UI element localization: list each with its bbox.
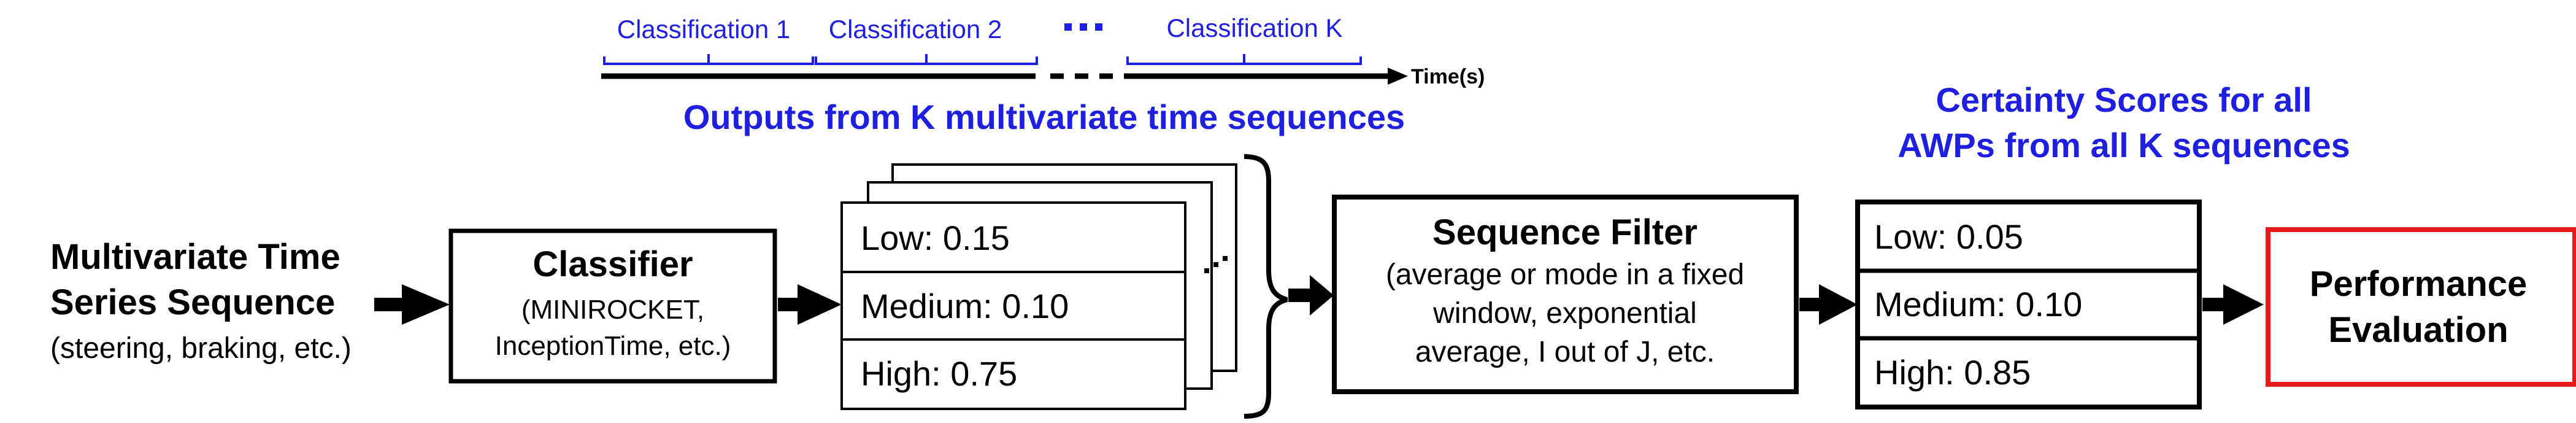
certainty-row-medium: Medium: 0.10 — [1874, 285, 2082, 324]
classifier-detail-line2: InceptionTime, etc.) — [495, 331, 731, 361]
timeline-axis-label: Time(s) — [1411, 65, 1485, 88]
sequence-filter-detail-line3: average, I out of J, etc. — [1415, 336, 1715, 368]
input-title-line1: Multivariate Time — [50, 237, 340, 277]
input-description: Multivariate Time Series Sequence (steer… — [50, 237, 352, 365]
performance-evaluation-box: Performance Evaluation — [2266, 227, 2576, 387]
brace-classification-k — [1126, 54, 1362, 65]
certainty-row-low: Low: 0.05 — [1874, 217, 2023, 256]
certainty-heading-line1: Certainty Scores for all — [1936, 80, 2312, 119]
arrow-certainty-to-evaluation — [2202, 284, 2264, 325]
output-card-front — [840, 201, 1186, 410]
sequence-filter-title: Sequence Filter — [1432, 212, 1697, 252]
brace-classification-1 — [603, 54, 814, 65]
timeline-ellipsis-dots — [1064, 23, 1102, 31]
certainty-table: Low: 0.05 Medium: 0.10 High: 0.85 — [1855, 200, 2202, 409]
input-title-line2: Series Sequence — [50, 282, 335, 322]
output-stack: Low: 0.15 Medium: 0.10 High: 0.75 — [840, 163, 1237, 410]
output-row-high: High: 0.75 — [861, 354, 1017, 393]
output-row-medium: Medium: 0.10 — [861, 287, 1069, 325]
certainty-heading-line2: AWPs from all K sequences — [1897, 126, 2350, 165]
timeline-label-classification-k: Classification K — [1166, 14, 1342, 42]
input-subtitle: (steering, braking, etc.) — [50, 332, 352, 365]
timeline-label-classification-2: Classification 2 — [829, 15, 1002, 44]
sequence-filter-detail-line2: window, exponential — [1432, 297, 1697, 330]
evaluation-line2: Evaluation — [2328, 310, 2508, 350]
classifier-box: Classifier (MINIROCKET, InceptionTime, e… — [448, 228, 777, 384]
arrow-input-to-classifier — [374, 284, 450, 325]
arrow-classifier-to-outputs — [778, 284, 842, 325]
timeline: Classification 1 Classification 2 Classi… — [601, 14, 1485, 136]
output-brace — [1244, 154, 1288, 419]
classifier-detail-line1: (MINIROCKET, — [521, 295, 704, 325]
timeline-label-classification-1: Classification 1 — [617, 15, 790, 44]
classifier-title: Classifier — [533, 244, 693, 284]
output-stack-ellipsis — [1204, 256, 1228, 273]
certainty-row-high: High: 0.85 — [1874, 353, 2031, 392]
evaluation-line1: Performance — [2310, 264, 2528, 304]
arrow-outputs-to-filter — [1288, 275, 1334, 316]
brace-classification-2 — [815, 54, 1038, 65]
timeline-caption: Outputs from K multivariate time sequenc… — [683, 98, 1405, 136]
timeline-arrowhead — [1388, 68, 1408, 85]
sequence-filter-detail-line1: (average or mode in a fixed — [1386, 258, 1744, 291]
arrow-filter-to-certainty — [1799, 284, 1858, 325]
sequence-filter-box: Sequence Filter (average or mode in a fi… — [1332, 195, 1799, 394]
certainty-heading: Certainty Scores for all AWPs from all K… — [1897, 80, 2350, 165]
output-row-low: Low: 0.15 — [861, 219, 1010, 257]
